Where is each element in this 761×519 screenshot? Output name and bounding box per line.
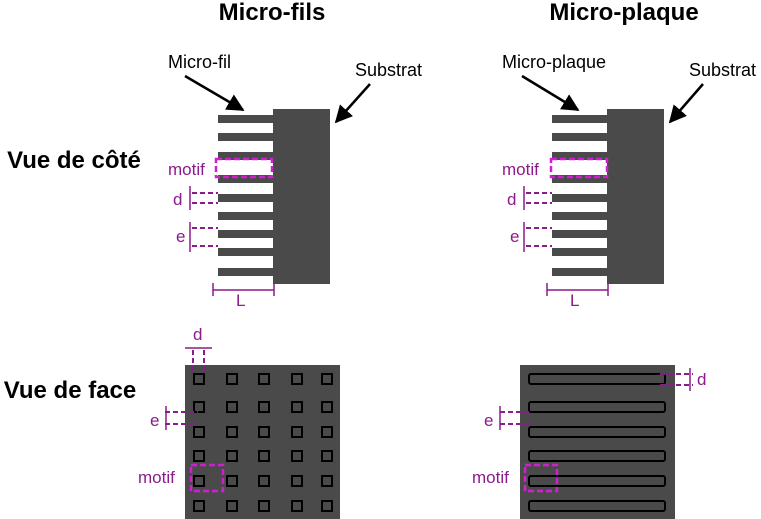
micro-wire-square <box>226 450 238 462</box>
micro-wire-square <box>258 401 270 413</box>
motif-label: motif <box>472 468 509 487</box>
micro-wire-square <box>291 450 303 462</box>
motif-label: motif <box>138 468 175 487</box>
micro-plate-slots <box>528 373 666 512</box>
front-view-micro-fils: d e motif <box>138 325 340 519</box>
micro-wire-square <box>321 450 333 462</box>
micro-fil-label: Micro-fil <box>168 52 231 72</box>
micro-wire-square <box>193 401 205 413</box>
micro-wire-square <box>193 475 205 487</box>
micro-wire-square <box>226 475 238 487</box>
micro-plaque-arrow <box>521 74 580 112</box>
micro-wire-square <box>193 373 205 385</box>
side-view-micro-fils: motif d e L Micro-fil Substrat <box>168 52 422 310</box>
d-label: d <box>173 190 182 209</box>
micro-wire-square <box>291 426 303 438</box>
micro-wire-square <box>193 500 205 512</box>
micro-wire-square <box>291 475 303 487</box>
micro-plaque-label: Micro-plaque <box>502 52 606 72</box>
L-label: L <box>236 291 245 310</box>
column-title-micro-plaque: Micro-plaque <box>549 0 698 26</box>
substrat-label: Substrat <box>689 60 756 80</box>
e-label: e <box>484 411 493 430</box>
substrate-face <box>520 365 675 519</box>
micro-wire-square <box>258 373 270 385</box>
substrat-arrow <box>668 83 704 124</box>
micro-plate-bars <box>552 115 608 276</box>
motif-outline <box>523 463 559 493</box>
d-label: d <box>697 370 706 389</box>
substrat-label: Substrat <box>355 60 422 80</box>
motif-label: motif <box>168 160 205 179</box>
motif-label: motif <box>502 160 539 179</box>
micro-wire-square <box>321 426 333 438</box>
e-label: e <box>150 411 159 430</box>
micro-wire-square <box>291 373 303 385</box>
micro-wire-grid <box>193 373 333 512</box>
row-title-front-view: Vue de face <box>4 377 137 404</box>
micro-wire-square <box>226 500 238 512</box>
column-title-micro-fils: Micro-fils <box>219 0 326 26</box>
micro-wire-square <box>258 426 270 438</box>
side-view-micro-plaque: motif d e L Micro-plaque Substrat <box>502 52 756 310</box>
row-title-side-view: Vue de côté <box>7 147 141 174</box>
micro-wire-bars <box>218 115 274 276</box>
L-label: L <box>570 291 579 310</box>
micro-wire-square <box>226 426 238 438</box>
micro-wire-square <box>291 401 303 413</box>
d-label: d <box>193 325 202 344</box>
front-view-micro-plaque: d e motif <box>472 365 706 519</box>
micro-wire-square <box>193 450 205 462</box>
substrate-block <box>607 109 664 284</box>
d-label: d <box>507 190 516 209</box>
micro-wire-square <box>321 475 333 487</box>
micro-wire-square <box>321 500 333 512</box>
micro-wire-square <box>258 500 270 512</box>
micro-wire-square <box>193 426 205 438</box>
micro-wire-square <box>291 500 303 512</box>
e-label: e <box>510 227 519 246</box>
motif-outline <box>189 463 225 493</box>
micro-wire-square <box>258 450 270 462</box>
micro-wire-square <box>321 373 333 385</box>
substrate-face <box>185 365 340 519</box>
micro-wire-square <box>258 475 270 487</box>
micro-wire-square <box>226 401 238 413</box>
micro-fil-arrow <box>184 74 245 112</box>
micro-wire-square <box>321 401 333 413</box>
micro-wire-square <box>226 373 238 385</box>
substrat-arrow <box>334 83 371 124</box>
e-label: e <box>176 227 185 246</box>
substrate-block <box>273 109 330 284</box>
motif-outline <box>549 157 609 179</box>
motif-outline <box>214 157 274 179</box>
